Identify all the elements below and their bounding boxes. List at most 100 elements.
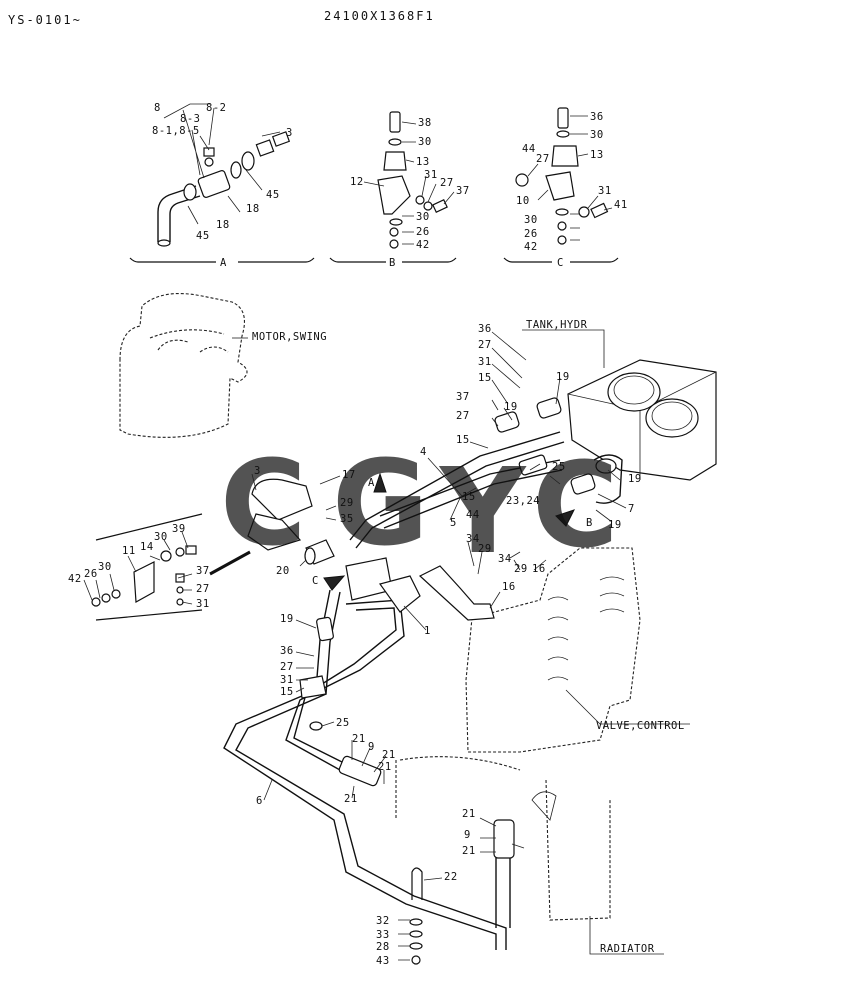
callout-b-30b: 30 (416, 211, 430, 223)
callout-c-27: 27 (536, 153, 550, 165)
header-left-code: YS-0101~ (8, 13, 82, 27)
watermark-letter-4: C (532, 436, 619, 574)
washer (556, 130, 570, 138)
bolt (432, 199, 448, 213)
callout-30: 30 (154, 531, 168, 543)
watermark-cgyc: C G Y C (220, 434, 619, 580)
spring-washer (423, 201, 433, 211)
pipe-clamp-17 (251, 478, 313, 521)
callout-b-30: 30 (418, 136, 432, 148)
clamp-25 (518, 454, 548, 476)
washer-32 (409, 918, 423, 926)
clamp (551, 145, 579, 167)
callout-c-36: 36 (590, 111, 604, 123)
view-arrow-a (373, 472, 387, 493)
washer (555, 208, 569, 216)
callout-28: 28 (376, 941, 390, 953)
callout-15d: 15 (280, 686, 294, 698)
washer-30 (175, 547, 185, 557)
callout-36b: 36 (280, 645, 294, 657)
callout-c-13: 13 (590, 149, 604, 161)
label-valve-control: VALVE,CONTROL (596, 720, 685, 732)
clamp-15 (299, 675, 327, 699)
callout-14: 14 (140, 541, 154, 553)
callout-c-30b: 30 (524, 214, 538, 226)
washer-28 (409, 942, 423, 950)
view-marker-c: C (312, 575, 319, 587)
detail-view-b: B 38 30 13 12 31 27 37 30 26 42 (329, 111, 469, 269)
fitting-body (197, 170, 231, 198)
callout-5: 5 (450, 517, 457, 529)
header-center-code: 24100X1368F1 (324, 9, 435, 23)
callout-27c: 27 (196, 583, 210, 595)
block-fitting-1 (379, 575, 421, 613)
callout-20: 20 (276, 565, 290, 577)
callout-b-31: 31 (424, 169, 438, 181)
callout-21e: 21 (462, 808, 476, 820)
coupling-9 (338, 755, 382, 787)
callout-31b: 31 (196, 598, 210, 610)
adapter (271, 131, 291, 147)
tank-port (645, 398, 699, 438)
callout-30b: 30 (98, 561, 112, 573)
callout-19e: 19 (280, 613, 294, 625)
hose-end (304, 547, 316, 565)
callout-34b: 34 (498, 553, 512, 565)
callout-c-30: 30 (590, 129, 604, 141)
hydraulic-tank: TANK,HYDR (522, 319, 717, 481)
label-motor-swing: MOTOR,SWING (252, 331, 327, 343)
fitting-19d (316, 616, 334, 642)
callout-c-26: 26 (524, 228, 538, 240)
elbow-fitting-16 (418, 565, 495, 621)
bolt (590, 202, 609, 219)
callout-15: 15 (478, 372, 492, 384)
callout-16: 16 (502, 581, 516, 593)
fitting-7 (570, 473, 596, 495)
bolt-37 (175, 573, 185, 583)
callout-26: 26 (84, 568, 98, 580)
callout-a-45: 45 (266, 189, 280, 201)
callout-25: 25 (552, 461, 566, 473)
detail-b-letter: B (389, 257, 396, 269)
watermark-letter-3: Y (438, 442, 527, 580)
callout-21b: 21 (382, 749, 396, 761)
callout-35: 35 (340, 513, 354, 525)
tank-port (607, 372, 661, 412)
callout-29: 29 (340, 497, 354, 509)
callout-19c: 19 (628, 473, 642, 485)
callout-33: 33 (376, 929, 390, 941)
label-tank-hydr: TANK,HYDR (526, 319, 588, 331)
bolt (389, 111, 401, 133)
nut (241, 151, 255, 171)
callout-31c: 31 (280, 674, 294, 686)
callout-31: 31 (478, 356, 492, 368)
callout-27b: 27 (456, 410, 470, 422)
callout-a-8-2: 8-2 (206, 102, 226, 114)
swing-motor: MOTOR,SWING (119, 293, 327, 438)
coupling-9b (493, 819, 515, 859)
callout-b-12: 12 (350, 176, 364, 188)
callout-a-8-3: 8-3 (180, 113, 200, 125)
bolt (557, 107, 569, 129)
view-arrow-c (323, 575, 346, 591)
nut-43 (411, 955, 421, 965)
callout-4: 4 (420, 446, 427, 458)
callout-c-41: 41 (614, 199, 628, 211)
main-parts (91, 397, 623, 965)
callout-21: 21 (352, 733, 366, 745)
callout-15c: 15 (462, 491, 476, 503)
callout-9: 9 (368, 741, 375, 753)
callout-44: 44 (466, 509, 480, 521)
callout-19: 19 (556, 371, 570, 383)
o-ring (183, 183, 197, 201)
callout-25b: 25 (336, 717, 350, 729)
label-radiator: RADIATOR (600, 943, 655, 955)
bracket (377, 175, 411, 215)
washer (388, 138, 402, 146)
detail-view-a: A 8 8-2 8-3 8-1,8-5 3 45 18 18 45 (129, 102, 315, 269)
nut (557, 235, 567, 245)
callout-37b: 37 (196, 565, 210, 577)
callout-27: 27 (478, 339, 492, 351)
callout-b-26: 26 (416, 226, 430, 238)
fitting-19b (536, 397, 562, 419)
